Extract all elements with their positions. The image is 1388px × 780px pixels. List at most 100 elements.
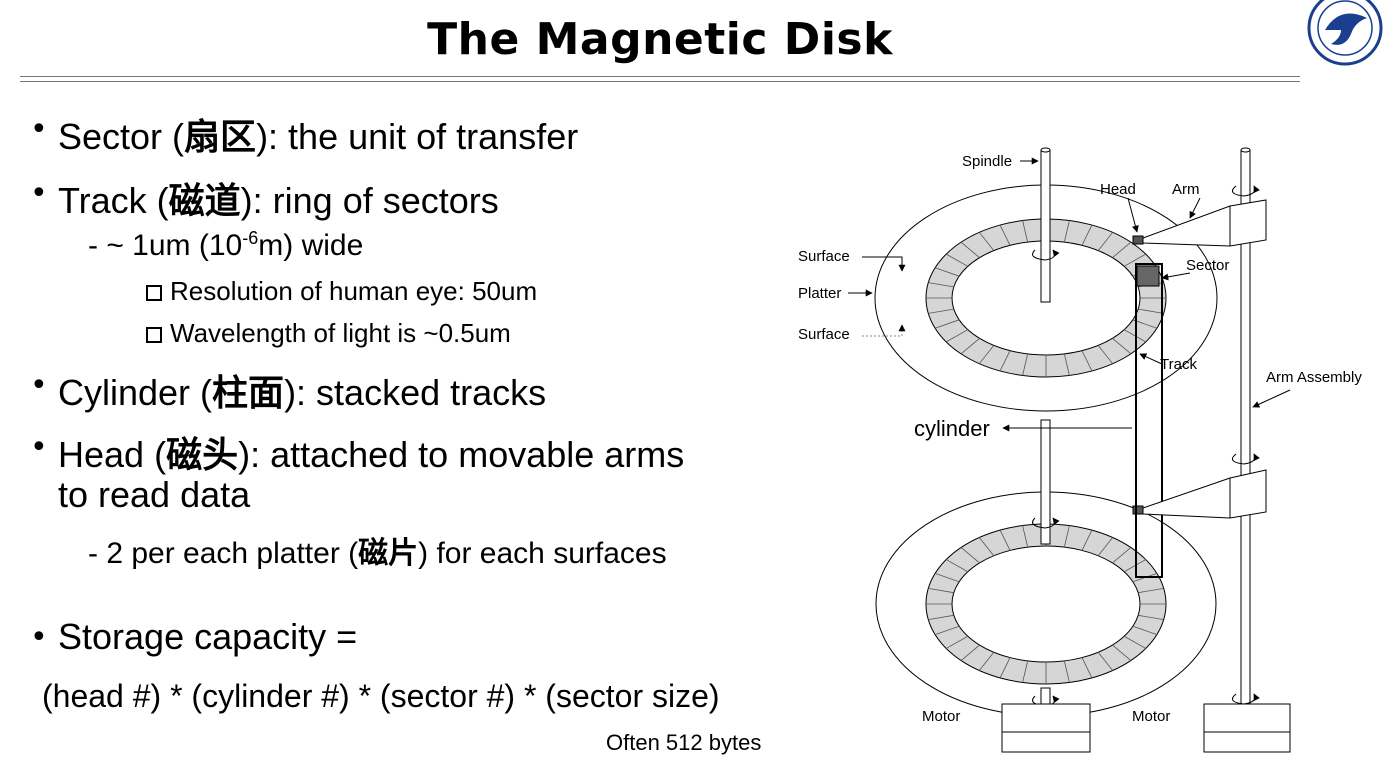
sector-divider (1112, 337, 1132, 355)
bullet-head-continued: to read data (58, 474, 251, 515)
sector-divider (979, 537, 995, 557)
sector-divider (1097, 232, 1113, 251)
sector-divider (1081, 224, 1093, 246)
bullet-marker: • (30, 430, 48, 465)
sector-divider (946, 329, 969, 343)
sector-divider (935, 625, 960, 635)
sector-highlight (1136, 265, 1160, 287)
bullet-head: Head (磁头): attached to movable arms (58, 434, 685, 476)
sector-divider (979, 232, 995, 251)
sector-divider (1123, 559, 1146, 573)
sector-divider (960, 241, 980, 259)
sector-divider (960, 644, 980, 661)
sector-divider (960, 547, 980, 564)
upper-head-icon (1132, 235, 1144, 245)
sector-divider (1081, 529, 1093, 551)
sector-divider (1097, 345, 1113, 364)
sector-divider (1138, 308, 1164, 314)
checkbox-square-icon (146, 327, 162, 343)
label-arm: Arm (1172, 181, 1200, 198)
arm-assembly (1142, 147, 1267, 725)
left-motor (1001, 703, 1091, 753)
sector-divider (999, 224, 1011, 246)
label-head: Head (1100, 181, 1136, 198)
label-platter: Platter (798, 285, 841, 302)
sector-divider (946, 253, 969, 267)
sector-divider (935, 267, 960, 277)
bullet-marker: • (30, 368, 48, 403)
sector-divider (946, 635, 969, 649)
sector-divider (935, 573, 960, 583)
rotation-arrow-icon (1032, 517, 1060, 529)
label-spindle: Spindle (962, 153, 1012, 170)
sector-divider (1132, 625, 1157, 635)
bullet-marker: • (30, 112, 48, 147)
sub-per-platter: - 2 per each platter (磁片) for each surfa… (88, 536, 667, 571)
subsub-eye-resolution: Resolution of human eye: 50um (146, 276, 537, 307)
slide-title: The Magnetic Disk (427, 14, 893, 65)
subsub-wavelength: Wavelength of light is ~0.5um (146, 318, 511, 349)
sector-divider (999, 657, 1011, 679)
bullet-sector: Sector (扇区): the unit of transfer (58, 116, 579, 158)
bullet-capacity: Storage capacity = (58, 616, 358, 657)
sector-divider (1081, 350, 1093, 372)
sector-divider (1063, 525, 1070, 548)
title-rule-secondary (20, 81, 1300, 82)
sector-divider (1022, 353, 1029, 376)
sector-divider (979, 345, 995, 364)
bullet-marker: • (30, 176, 48, 211)
lower-platter (875, 491, 1217, 717)
sector-divider (1138, 587, 1164, 594)
right-motor (1203, 703, 1291, 753)
lower-head-icon (1132, 505, 1144, 515)
label-surface-bottom: Surface (798, 326, 850, 343)
sector-divider (1097, 537, 1113, 557)
bullet-marker: • (30, 620, 48, 655)
sector-divider (1112, 644, 1132, 661)
sector-divider (960, 337, 980, 355)
label-motor-left: Motor (922, 708, 960, 725)
title-rule (20, 76, 1300, 77)
university-logo-icon (1307, 0, 1383, 66)
label-motor-right: Motor (1132, 708, 1170, 725)
rotation-arrow-icon (1231, 453, 1260, 465)
label-surface-top: Surface (798, 248, 850, 265)
sector-divider (928, 587, 954, 594)
sector-divider (1112, 241, 1132, 259)
magnetic-disk-diagram: Spindle Head Arm Surface Platter Surface… (798, 147, 1362, 753)
sub-track-width: - ~ 1um (10-6m) wide (88, 228, 364, 262)
label-track: Track (1160, 356, 1197, 373)
sector-divider (1123, 635, 1146, 649)
label-sector: Sector (1186, 257, 1229, 274)
sector-divider (1123, 253, 1146, 267)
sector-divider (1081, 657, 1093, 679)
sector-divider (1063, 353, 1070, 376)
sector-divider (935, 319, 960, 329)
sector-divider (946, 559, 969, 573)
sector-divider (999, 529, 1011, 551)
sector-divider (1022, 525, 1029, 548)
bullet-track: Track (磁道): ring of sectors (58, 180, 499, 222)
sector-divider (1123, 329, 1146, 343)
sector-divider (928, 308, 954, 314)
sector-divider (928, 614, 954, 621)
sector-size-note: Often 512 bytes (606, 730, 762, 755)
sector-divider (1022, 220, 1029, 243)
sector-divider (1063, 660, 1070, 683)
checkbox-square-icon (146, 285, 162, 301)
sector-divider (1063, 220, 1070, 243)
sector-divider (1022, 660, 1029, 683)
sector-divider (979, 651, 995, 671)
cylinder-outline (1135, 263, 1163, 578)
sector-divider (999, 350, 1011, 372)
sector-divider (1097, 651, 1113, 671)
label-cylinder: cylinder (914, 416, 990, 441)
bullet-cylinder: Cylinder (柱面): stacked tracks (58, 372, 547, 414)
capacity-formula: (head #) * (cylinder #) * (sector #) * (… (42, 678, 720, 714)
rotation-arrow-icon (1231, 185, 1260, 197)
sector-divider (928, 282, 954, 288)
sector-divider (1112, 547, 1132, 564)
rotation-arrow-icon (1032, 249, 1060, 261)
sector-divider (1138, 614, 1164, 621)
label-arm-assembly: Arm Assembly (1266, 369, 1362, 386)
